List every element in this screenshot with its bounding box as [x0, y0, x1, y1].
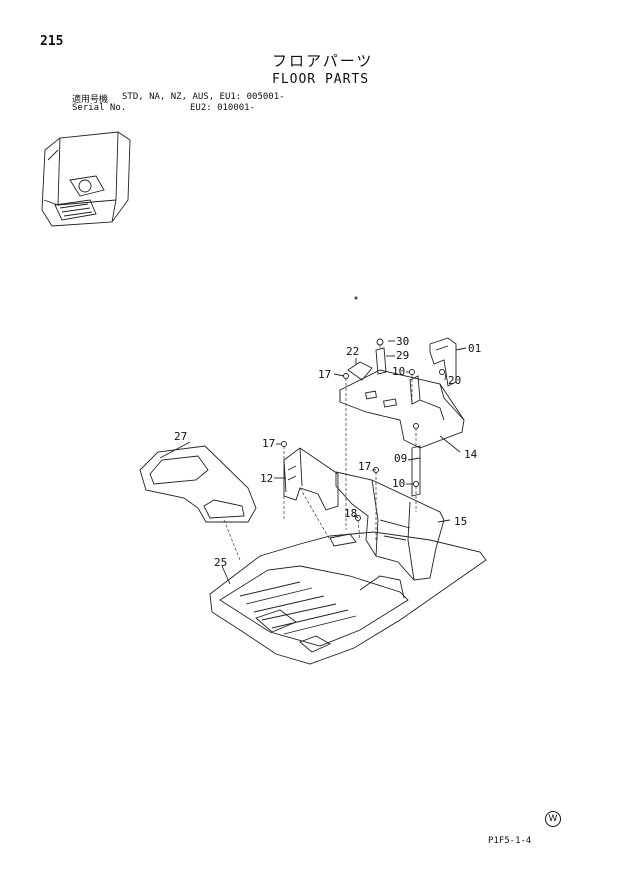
page-number: 215 — [40, 34, 64, 49]
page-title-japanese: フロアパーツ — [272, 52, 374, 70]
callout-12: 12 — [260, 472, 273, 485]
part-25-floor — [209, 531, 487, 665]
page-code: P1F5-1-4 — [488, 836, 532, 846]
part-01-bracket — [429, 337, 457, 387]
callout-29: 29 — [396, 349, 409, 362]
callout-20: 20 — [448, 374, 461, 387]
callout-01: 01 — [468, 342, 481, 355]
callout-22: 22 — [346, 345, 359, 358]
cab-thumbnail — [41, 131, 131, 227]
part-27-mat — [139, 445, 257, 523]
fasteners — [281, 296, 445, 521]
callout-30: 30 — [396, 335, 409, 348]
part-12-bracket — [283, 447, 339, 511]
page-title: FLOOR PARTS — [272, 72, 370, 87]
applicable-label: 適用号機 — [72, 95, 109, 105]
callout-25: 25 — [214, 556, 227, 569]
applicable-models: STD, NA, NZ, AUS, EU1: 005001- — [122, 92, 285, 102]
leader-lines — [159, 340, 467, 585]
callout-18: 18 — [344, 507, 357, 520]
callout-17-mid: 17 — [358, 460, 371, 473]
callout-labels: 30 29 22 17 10 20 01 14 09 10 17 17 12 2… — [174, 335, 481, 569]
callout-09: 09 — [394, 452, 407, 465]
part-15-frame — [335, 471, 445, 581]
serial-label: Serial No. — [72, 103, 127, 113]
callout-10-bottom: 10 — [392, 477, 405, 490]
callout-15: 15 — [454, 515, 467, 528]
callout-10-top: 10 — [392, 365, 405, 378]
part-14-cover — [339, 369, 465, 449]
region-symbol: W — [545, 811, 561, 827]
callout-27: 27 — [174, 430, 187, 443]
callout-17-top: 17 — [318, 368, 331, 381]
callout-17-left: 17 — [262, 437, 275, 450]
part-09-stay — [411, 445, 421, 497]
assembly-lines — [223, 345, 417, 561]
serial-eu2: EU2: 010001- — [190, 103, 256, 113]
callout-14: 14 — [464, 448, 478, 461]
